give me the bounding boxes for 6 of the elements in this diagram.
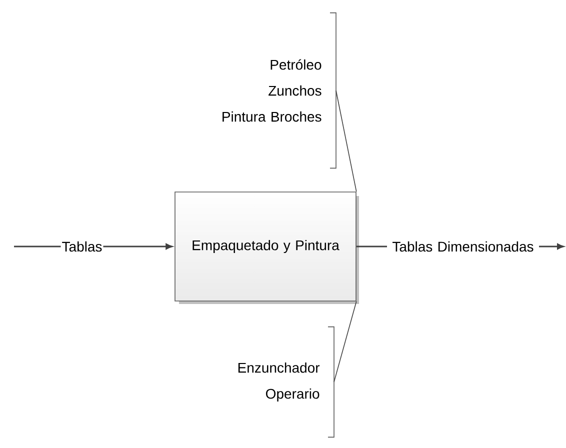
edge-label: Tablas [60,240,104,253]
annotation-bracket: Petróleo Zunchos Pintura Broches [222,12,336,169]
leader-line [336,90,357,192]
process-box: Empaquetado y Pintura [174,192,359,304]
edge-label: Tablas Dimensionadas [387,240,539,253]
annotation-bracket: Enzunchador Operario [238,326,334,438]
